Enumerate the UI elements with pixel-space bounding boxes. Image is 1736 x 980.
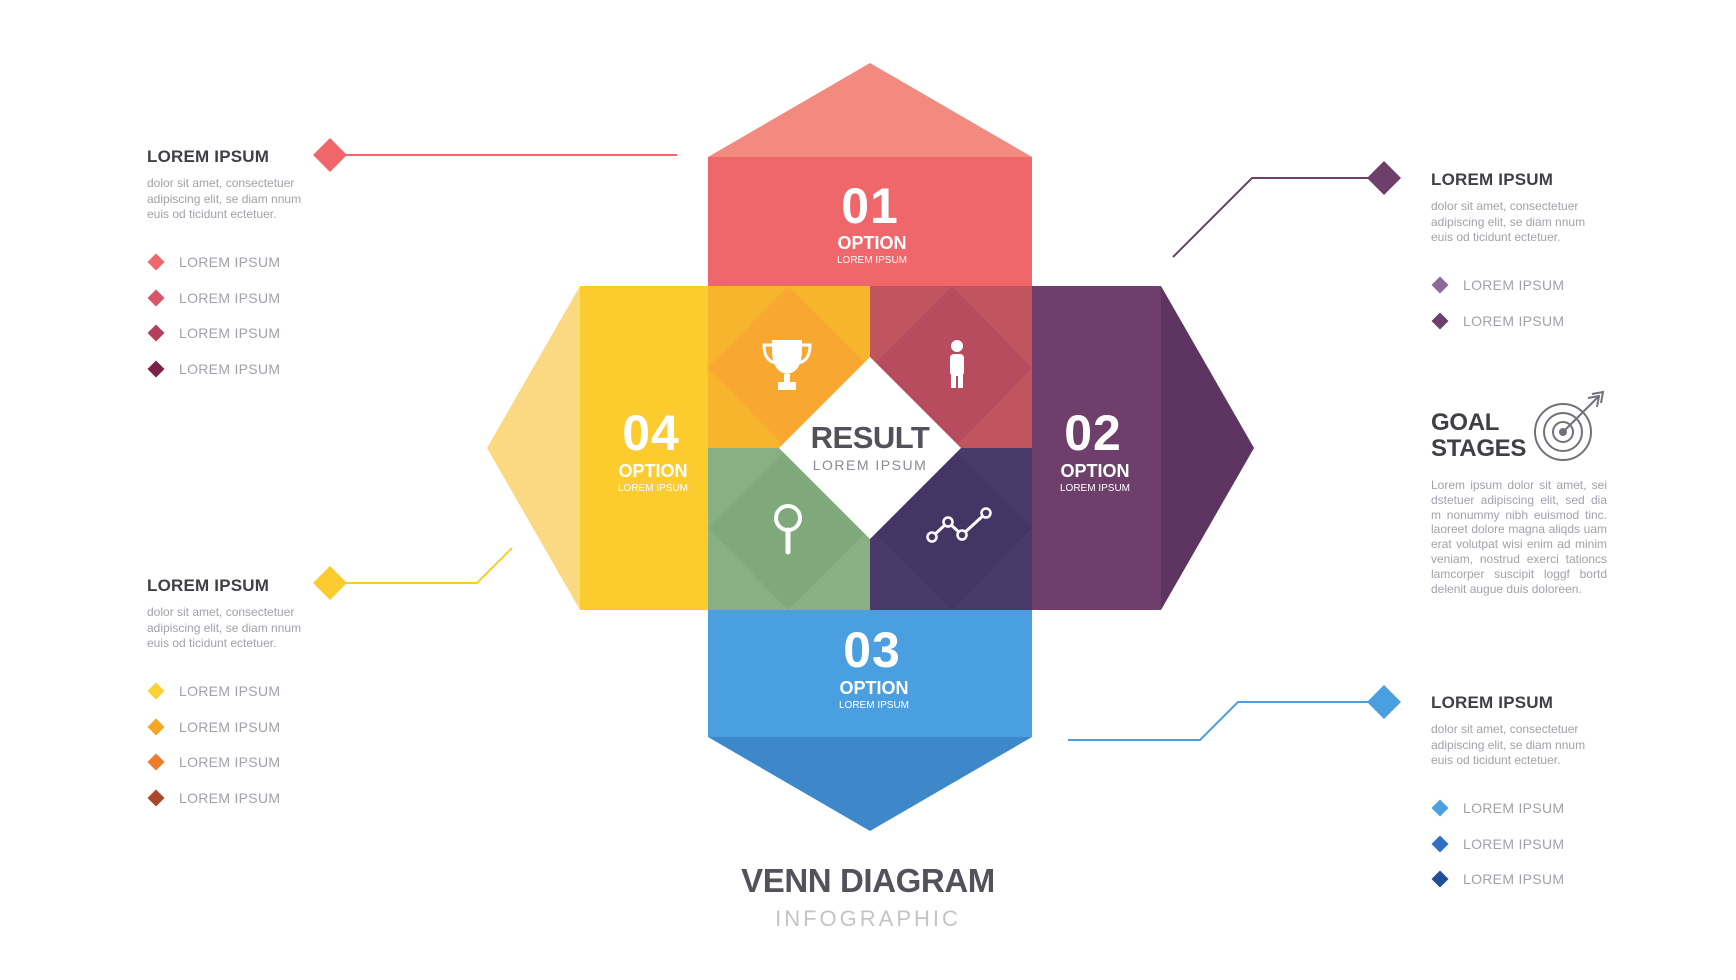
option-02-title: OPTION (1060, 461, 1129, 481)
goal-title-line1: GOAL (1431, 409, 1500, 436)
diamond-bullet-icon (147, 718, 165, 736)
marker-top-left (313, 138, 347, 172)
option-03-shape (708, 610, 1032, 831)
connector-lines (330, 154, 1384, 741)
option-01-number: 01 (841, 178, 899, 234)
option-03-label: 03 OPTION LOREM IPSUM (839, 622, 909, 711)
list-item-label: LOREM IPSUM (1463, 277, 1565, 294)
list-item: LOREM IPSUM (1431, 826, 1599, 862)
diamond-bullet-icon (147, 324, 165, 342)
list-item: LOREM IPSUM (147, 316, 315, 352)
list-item: LOREM IPSUM (147, 351, 315, 387)
list-item-label: LOREM IPSUM (1463, 312, 1565, 329)
result-diamond (779, 357, 961, 539)
list-item-label: LOREM IPSUM (1463, 871, 1565, 888)
option-02-label: 02 OPTION LOREM IPSUM (1060, 405, 1130, 494)
diamond-bullet-icon (147, 289, 165, 307)
diamond-bullet-icon (1431, 312, 1449, 330)
marker-bottom-left (313, 566, 347, 600)
bullet-list: LOREM IPSUM LOREM IPSUM (1431, 268, 1599, 339)
list-item-label: LOREM IPSUM (179, 254, 281, 271)
list-item-label: LOREM IPSUM (179, 325, 281, 342)
option-03-sub: LOREM IPSUM (839, 700, 909, 711)
list-item-label: LOREM IPSUM (1463, 800, 1565, 817)
block-body: dolor sit amet, consectetuer adipiscing … (147, 605, 302, 650)
bullet-list: LOREM IPSUM LOREM IPSUM LOREM IPSUM LORE… (147, 245, 315, 387)
block-body: dolor sit amet, consectetuer adipiscing … (1431, 722, 1586, 767)
diamond-bullet-icon (147, 753, 165, 771)
list-item: LOREM IPSUM (147, 674, 315, 710)
marker-bottom-right (1367, 685, 1401, 719)
block-body: dolor sit amet, consectetuer adipiscing … (1431, 199, 1586, 244)
list-item: LOREM IPSUM (147, 745, 315, 781)
result-title: RESULT (811, 420, 930, 455)
text-block-top-right: LOREM IPSUM dolor sit amet, consectetuer… (1431, 170, 1599, 339)
connector-bottom-left (330, 547, 513, 584)
list-item: LOREM IPSUM (1431, 268, 1599, 304)
option-01-shape (708, 63, 1032, 288)
block-title: LOREM IPSUM (147, 147, 270, 166)
option-01-label: 01 OPTION LOREM IPSUM (837, 178, 907, 266)
diamond-bullet-icon (1431, 276, 1449, 294)
diamond-bullet-icon (147, 253, 165, 271)
magnifier-icon (774, 504, 802, 555)
option-04-number: 04 (622, 405, 680, 461)
option-01-title: OPTION (837, 233, 906, 253)
option-01-sub: LOREM IPSUM (837, 255, 907, 266)
option-04-label: 04 OPTION LOREM IPSUM (618, 405, 688, 494)
diamond-bullet-icon (147, 789, 165, 807)
block-title: LOREM IPSUM (1431, 693, 1554, 712)
list-item-label: LOREM IPSUM (1463, 835, 1565, 852)
option-04-shape (487, 286, 708, 610)
diamond-bullet-icon (1431, 799, 1449, 817)
bullet-list: LOREM IPSUM LOREM IPSUM LOREM IPSUM LORE… (147, 674, 315, 816)
line-graph-icon (926, 507, 992, 543)
goal-title-line2: STAGES (1431, 435, 1527, 462)
diamond-bullet-icon (1431, 835, 1449, 853)
block-title: LOREM IPSUM (1431, 170, 1554, 189)
bullet-list: LOREM IPSUM LOREM IPSUM LOREM IPSUM (1431, 791, 1599, 898)
target-icon (1534, 390, 1605, 461)
list-item: LOREM IPSUM (147, 280, 315, 316)
list-item: LOREM IPSUM (1431, 303, 1599, 339)
text-block-bottom-right: LOREM IPSUM dolor sit amet, consectetuer… (1431, 693, 1599, 897)
list-item: LOREM IPSUM (147, 709, 315, 745)
text-block-bottom-left: LOREM IPSUM dolor sit amet, consectetuer… (147, 576, 315, 816)
list-item-label: LOREM IPSUM (179, 789, 281, 806)
option-02-number: 02 (1064, 405, 1122, 461)
connector-top-right (1172, 177, 1384, 258)
result-subtitle: LOREM IPSUM (813, 457, 928, 473)
option-04-title: OPTION (618, 461, 687, 481)
option-04-sub: LOREM IPSUM (618, 483, 688, 494)
option-03-number: 03 (843, 622, 901, 678)
diamond-bullet-icon (147, 682, 165, 700)
goal-body: Lorem ipsum dolor sit amet, sei dstetuer… (1431, 478, 1607, 596)
option-02-shape (1032, 286, 1254, 610)
text-block-top-left: LOREM IPSUM dolor sit amet, consectetuer… (147, 147, 315, 387)
list-item: LOREM IPSUM (1431, 791, 1599, 827)
list-item-label: LOREM IPSUM (179, 754, 281, 771)
block-title: LOREM IPSUM (147, 576, 270, 595)
goal-stages-block: GOAL STAGES Lorem ipsum dolor sit amet, … (1431, 410, 1611, 596)
list-item-label: LOREM IPSUM (179, 683, 281, 700)
connector-bottom-right (1068, 701, 1384, 741)
diamond-bullet-icon (147, 360, 165, 378)
footer-subtitle: INFOGRAPHIC (775, 906, 961, 931)
list-item-label: LOREM IPSUM (179, 718, 281, 735)
footer-title: VENN DIAGRAM (741, 862, 995, 899)
trophy-icon (762, 340, 812, 390)
marker-top-right (1367, 161, 1401, 195)
list-item-label: LOREM IPSUM (179, 360, 281, 377)
option-02-sub: LOREM IPSUM (1060, 483, 1130, 494)
list-item: LOREM IPSUM (147, 780, 315, 816)
option-03-title: OPTION (839, 678, 908, 698)
person-icon (950, 340, 964, 388)
block-body: dolor sit amet, consectetuer adipiscing … (147, 176, 302, 221)
list-item: LOREM IPSUM (147, 245, 315, 281)
list-item: LOREM IPSUM (1431, 862, 1599, 898)
list-item-label: LOREM IPSUM (179, 289, 281, 306)
